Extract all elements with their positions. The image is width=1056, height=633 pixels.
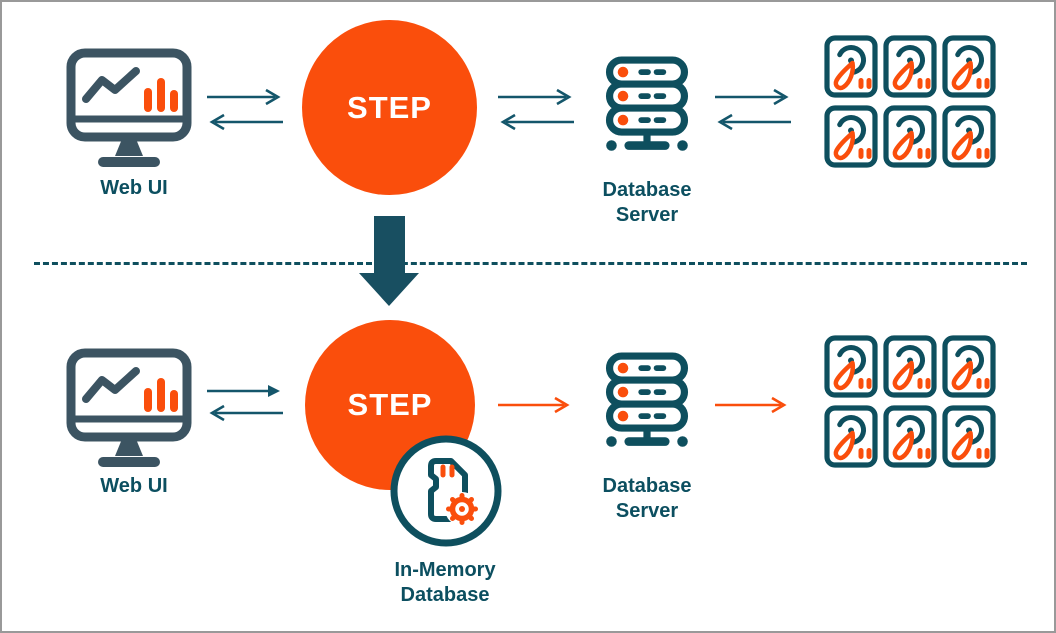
web-ui-label: Web UI: [100, 177, 168, 199]
big-down-arrow-icon: [359, 216, 419, 306]
orange-arrow-step-db: [498, 396, 570, 414]
hard-disk-icon: [824, 405, 878, 468]
step-label: STEP: [347, 89, 432, 125]
bidirectional-arrows-db-storage: [715, 88, 791, 131]
web-ui-label: Web UI: [100, 475, 168, 497]
hard-disk-icon: [942, 405, 996, 468]
bidirectional-arrows-webui-step: [207, 88, 283, 131]
hard-disk-icon: [883, 35, 937, 98]
bidirectional-arrows-step-db: [498, 88, 574, 131]
hard-disk-icon: [883, 105, 937, 168]
database-server-label-line2: Server: [615, 204, 679, 226]
disk-array: [824, 35, 996, 169]
monitor-chart-icon: [64, 47, 194, 172]
hard-disk-icon: [942, 35, 996, 98]
hard-disk-icon: [942, 335, 996, 398]
gear-icon: [445, 492, 479, 526]
database-server-label-line1: Database: [602, 179, 692, 201]
dashed-divider: [34, 262, 1027, 265]
hard-disk-icon: [824, 35, 878, 98]
step-node: STEP: [302, 20, 477, 195]
in-memory-database-label-line2: Database: [400, 584, 490, 606]
in-memory-database-label: In-Memory Database: [345, 558, 545, 608]
in-memory-database-label-line1: In-Memory: [394, 559, 496, 581]
memory-card-gear-icon: [390, 435, 502, 547]
hard-disk-icon: [824, 335, 878, 398]
hard-disk-icon: [883, 335, 937, 398]
hard-disk-icon: [942, 105, 996, 168]
disk-array: [824, 335, 996, 469]
orange-arrow-db-storage: [715, 396, 787, 414]
step-node: STEP: [305, 320, 475, 490]
hard-disk-icon: [824, 105, 878, 168]
hard-disk-icon: [883, 405, 937, 468]
database-server-label-line1: Database: [602, 475, 692, 497]
monitor-chart-icon: [64, 347, 194, 472]
database-server-label: Database Server: [567, 474, 727, 524]
server-stack-icon: [599, 352, 695, 460]
bidirectional-arrows-webui-step: [207, 385, 283, 422]
server-stack-icon: [599, 56, 695, 164]
database-server-label: Database Server: [567, 178, 727, 228]
step-label: STEP: [347, 387, 433, 422]
database-server-label-line2: Server: [615, 500, 679, 522]
